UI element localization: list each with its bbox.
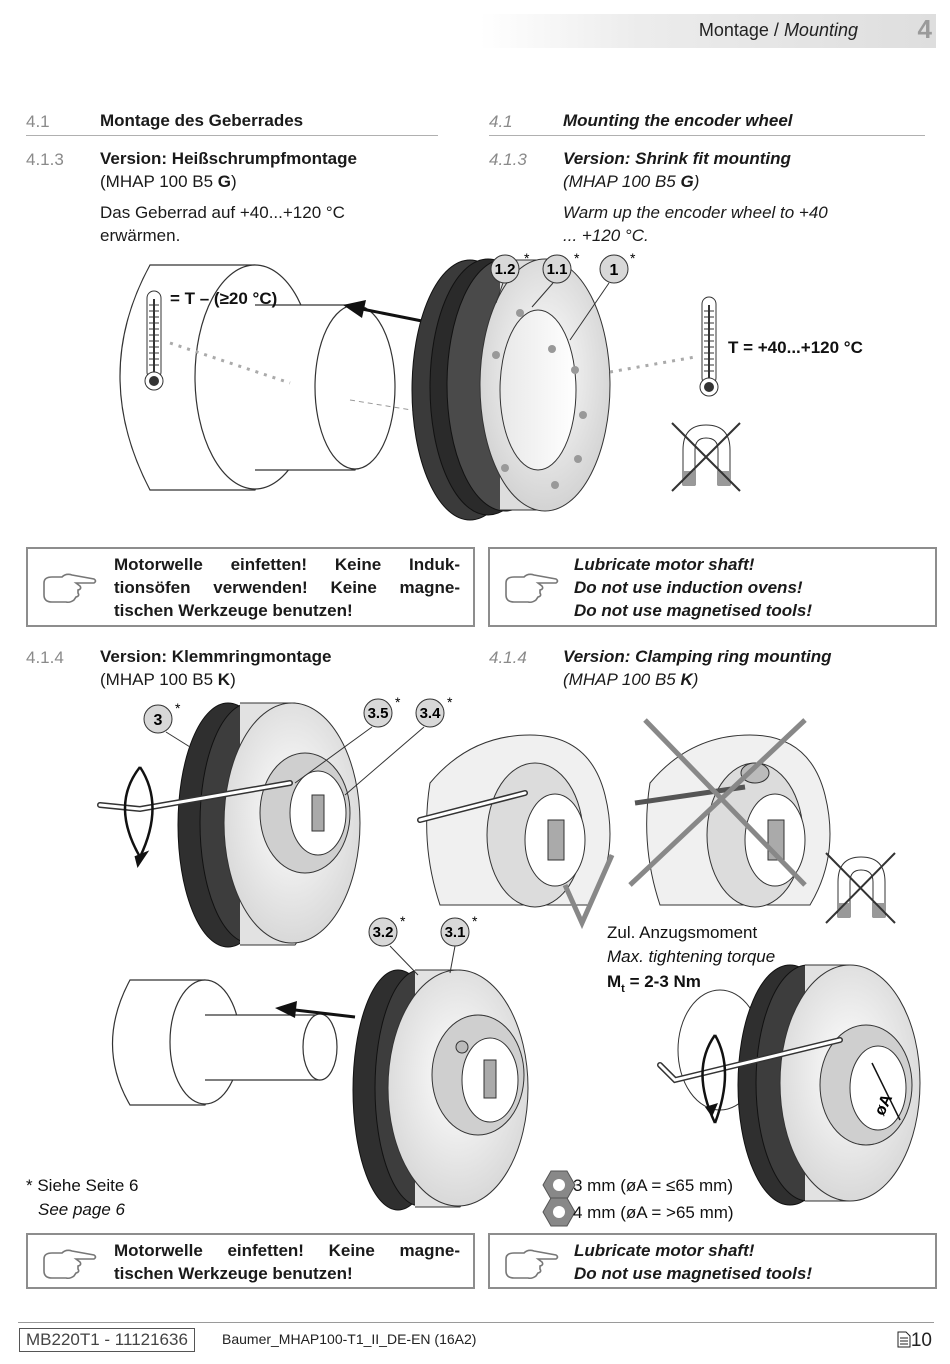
svg-text:*: * <box>395 695 401 710</box>
hex-socket-icon <box>542 1197 576 1227</box>
footnote-de: * Siehe Seite 6 <box>26 1176 138 1195</box>
torque-label-en: Max. tightening torque <box>607 947 775 966</box>
section-title-en: Mounting the encoder wheel <box>563 111 793 130</box>
svg-text:1: 1 <box>610 262 619 279</box>
shaft-temperature-label: = T – (≥20 °C) <box>170 289 277 308</box>
subsection-number: 4.1.3 <box>26 150 64 169</box>
callout-3-5: 3.5 * <box>294 695 401 784</box>
encoder-wheel <box>411 258 611 521</box>
page-number: 10 <box>897 1330 932 1352</box>
section-title-de: Montage des Geberrades <box>100 111 304 130</box>
callout-3-1: 3.1 * <box>440 913 478 974</box>
section-rule <box>26 135 438 136</box>
callout-1: 1 * <box>569 250 636 341</box>
pointing-hand-icon <box>43 573 97 604</box>
warning-note-en: Lubricate motor shaft! Do not use induct… <box>488 547 937 627</box>
svg-text:*: * <box>175 700 181 716</box>
no-magnet-icon <box>825 852 896 924</box>
pointing-hand-icon <box>43 1249 97 1280</box>
subsection-text-en: Version: Clamping ring mounting (MHAP 10… <box>563 647 832 689</box>
warning-note-de-2: Motorwelle einfetten! Keine magne- tisch… <box>26 1233 475 1289</box>
callout-3-4: 3.4 * <box>344 695 453 796</box>
svg-text:*: * <box>447 695 453 710</box>
section-rule-en <box>489 135 925 136</box>
pointing-hand-icon <box>505 1249 559 1280</box>
page-icon <box>897 1331 911 1348</box>
detail-wrong <box>628 718 831 908</box>
wheel-temperature-label: T = +40...+120 °C <box>728 338 863 357</box>
subsection-number-en: 4.1.3 <box>489 150 527 169</box>
svg-text:*: * <box>574 250 580 266</box>
footer-rule <box>18 1322 934 1323</box>
section-number: 4.1 <box>26 112 50 131</box>
svg-text:3.2: 3.2 <box>373 924 394 941</box>
motor-body <box>119 264 396 491</box>
document-filename: Baumer_MHAP100-T1_II_DE-EN (16A2) <box>222 1331 477 1347</box>
svg-text:3.1: 3.1 <box>445 924 466 941</box>
motor-body-lower <box>111 979 338 1106</box>
svg-text:*: * <box>472 913 478 929</box>
clamping-wheel-bottom <box>352 969 529 1211</box>
subsection-text-en: Version: Shrink fit mounting (MHAP 100 B… <box>563 149 828 245</box>
rotation-arrow-top <box>123 766 154 869</box>
hex-size-large: 4 mm (øA = >65 mm) <box>573 1203 734 1222</box>
subsection-text-de: Version: Klemmringmontage (MHAP 100 B5 K… <box>100 647 332 689</box>
warning-note-de: Motorwelle einfetten! Keine Induk- tions… <box>26 547 475 627</box>
header-title: Montage / Mounting <box>698 20 858 40</box>
svg-text:3: 3 <box>154 712 163 729</box>
subsection-text-de: Version: Heißschrumpfmontage (MHAP 100 B… <box>100 149 357 245</box>
footnote-en: See page 6 <box>38 1200 126 1219</box>
mounted-wheel: øA <box>657 964 921 1206</box>
torque-label-de: Zul. Anzugsmoment <box>607 923 758 942</box>
hex-socket-icon <box>542 1170 576 1200</box>
thermometer-shaft-icon <box>144 290 164 391</box>
no-magnet-icon <box>671 422 741 492</box>
svg-text:*: * <box>524 250 530 266</box>
svg-text:1.1: 1.1 <box>547 261 568 278</box>
torque-value: Mt = 2-3 Nm <box>607 972 701 995</box>
svg-text:*: * <box>400 913 406 929</box>
detail-correct <box>417 734 615 930</box>
pointing-hand-icon <box>505 573 559 604</box>
hex-key-top <box>97 780 293 813</box>
clamping-ring-figure: 3 * 3.5 * 3.4 * <box>26 695 921 1227</box>
warning-note-en-2: Lubricate motor shaft! Do not use magnet… <box>488 1233 937 1289</box>
document-id: MB220T1 - 11121636 <box>19 1328 195 1352</box>
section-number-en: 4.1 <box>489 112 513 131</box>
callout-3-2: 3.2 * <box>368 913 419 976</box>
hex-size-small: 3 mm (øA = ≤65 mm) <box>573 1176 733 1195</box>
chapter-number: 4 <box>917 14 932 44</box>
callout-1-1: 1.1 * <box>531 250 580 308</box>
shrink-fit-figure: = T – (≥20 °C) 1.2 * 1.1 * 1 * <box>119 250 863 521</box>
subsection-number: 4.1.4 <box>26 648 64 667</box>
mount-direction-arrow-lower <box>275 1001 356 1019</box>
subsection-number-en: 4.1.4 <box>489 648 527 667</box>
header-bar <box>480 14 936 48</box>
svg-text:3.5: 3.5 <box>368 705 389 722</box>
svg-text:3.4: 3.4 <box>420 705 442 722</box>
callout-3: 3 * <box>143 700 191 748</box>
clamping-wheel-top <box>177 702 361 948</box>
callout-1-2: 1.2 * <box>490 250 530 304</box>
svg-text:*: * <box>630 250 636 266</box>
thermometer-wheel-icon <box>699 296 719 397</box>
svg-text:1.2: 1.2 <box>495 261 516 278</box>
